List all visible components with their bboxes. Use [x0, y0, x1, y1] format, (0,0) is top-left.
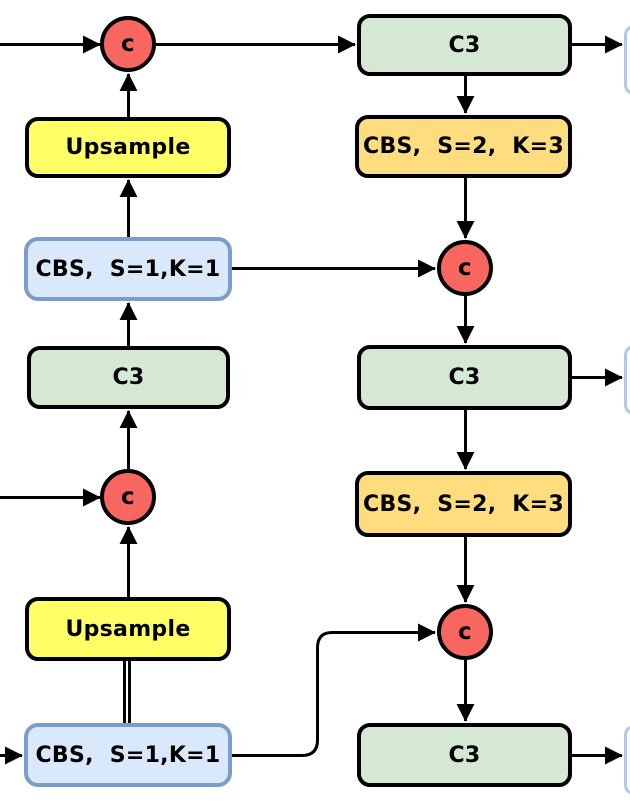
c3-block-top-right: C3 — [357, 14, 572, 76]
concat-node-bottom-right: c — [437, 604, 493, 660]
cbs-s1k1-block-top: CBS, S=1,K=1 — [24, 237, 232, 301]
output-stub-top — [624, 25, 630, 95]
cbs-s1k1-block-bottom: CBS, S=1,K=1 — [24, 723, 232, 787]
cbs-label: CBS, S=2, K=3 — [363, 491, 564, 517]
upsample-block-bottom: Upsample — [25, 597, 231, 661]
c3-block-left: C3 — [27, 346, 230, 409]
concat-label: c — [458, 618, 472, 645]
cbs-s2k3-block-bottom: CBS, S=2, K=3 — [355, 471, 572, 537]
cbs-label: CBS, S=2, K=3 — [363, 134, 564, 159]
concat-node-mid-left: c — [100, 469, 156, 525]
upsample-block-top: Upsample — [25, 117, 231, 178]
c3-label: C3 — [112, 365, 145, 390]
concat-label: c — [458, 254, 472, 281]
output-stub-mid — [624, 345, 630, 415]
concat-node-top-right: c — [437, 240, 493, 296]
upsample-label: Upsample — [65, 616, 191, 642]
c3-label: C3 — [448, 365, 481, 390]
cbs-label: CBS, S=1,K=1 — [35, 742, 221, 768]
flow-arrow-cbs-bottom-curve-to-concat — [232, 623, 436, 757]
concat-node-top-left: c — [100, 16, 156, 72]
concat-label: c — [121, 483, 135, 510]
c3-label: C3 — [448, 742, 481, 768]
concat-label: c — [121, 30, 135, 57]
output-stub-bottom — [624, 725, 630, 795]
c3-label: C3 — [448, 32, 481, 58]
c3-block-bottom-right: C3 — [357, 723, 572, 787]
c3-block-mid-right: C3 — [357, 345, 572, 410]
cbs-label: CBS, S=1,K=1 — [35, 256, 221, 282]
cbs-s2k3-block-top: CBS, S=2, K=3 — [355, 115, 572, 178]
upsample-label: Upsample — [65, 135, 191, 160]
